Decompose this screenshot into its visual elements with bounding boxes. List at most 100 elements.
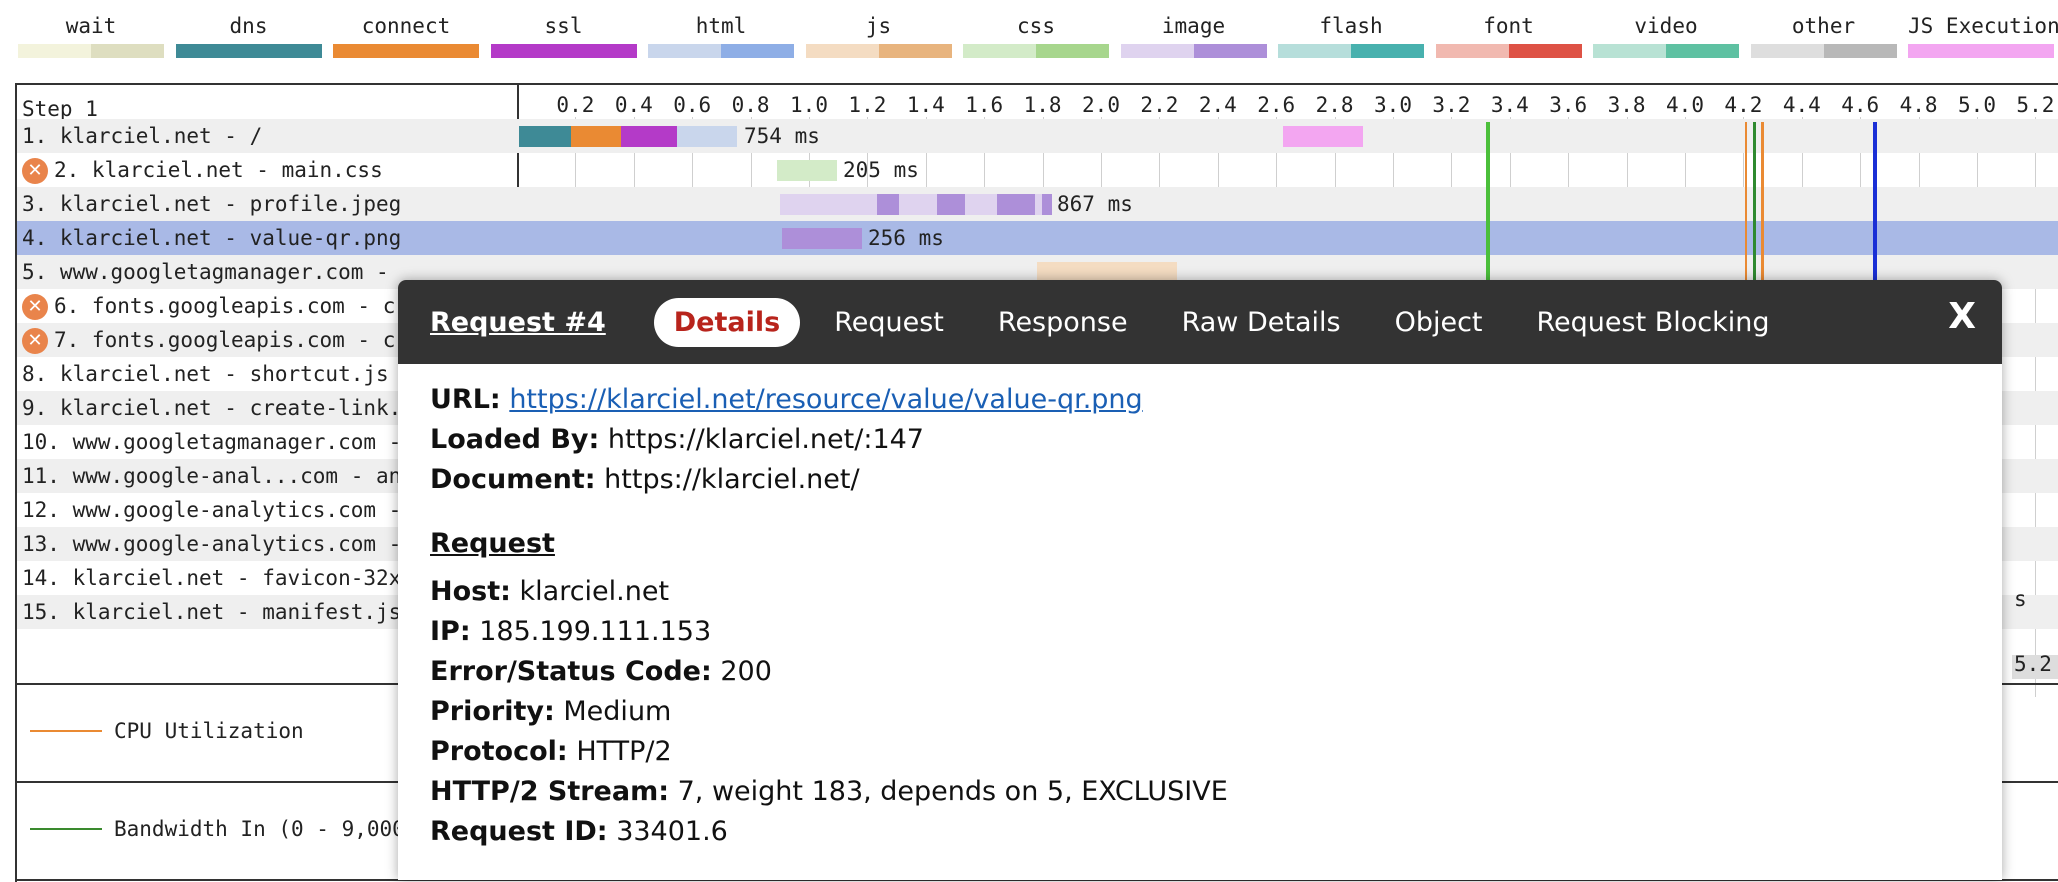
tab-details[interactable]: Details bbox=[653, 297, 801, 347]
tick-label: 1.8 bbox=[1023, 93, 1062, 117]
field-label: Protocol: bbox=[430, 736, 568, 767]
ssl-bar bbox=[621, 126, 677, 147]
tab-response[interactable]: Response bbox=[997, 306, 1128, 338]
request-row[interactable]: ✕2. klarciel.net - main.css bbox=[17, 153, 2058, 187]
request-row[interactable]: 1. klarciel.net - / bbox=[17, 119, 2058, 153]
legend-label: flash bbox=[1319, 14, 1383, 38]
request-row[interactable]: 8. klarciel.net - shortcut.js bbox=[17, 357, 2058, 391]
error-icon: ✕ bbox=[22, 328, 48, 354]
field-value: HTTP/2 bbox=[576, 736, 672, 767]
loaded-by-value: https://klarciel.net/:147 bbox=[607, 424, 924, 455]
request-row[interactable]: ✕6. fonts.googleapis.com - c bbox=[17, 289, 2058, 323]
url-link[interactable]: https://klarciel.net/resource/value/valu… bbox=[509, 384, 1143, 415]
request-name[interactable]: 5. www.googletagmanager.com - bbox=[22, 255, 512, 289]
legend-item: ssl bbox=[490, 12, 637, 58]
tick-label: 2.6 bbox=[1257, 93, 1296, 117]
legend-item: video bbox=[1593, 12, 1739, 58]
tick-label: 1.6 bbox=[965, 93, 1004, 117]
tick-label: 1.4 bbox=[906, 93, 945, 117]
tick-label: 1.0 bbox=[790, 93, 828, 117]
tab-object[interactable]: Object bbox=[1394, 306, 1483, 338]
legend-swatch bbox=[18, 44, 164, 58]
field-label: Host: bbox=[430, 576, 511, 607]
tick-label: 3.0 bbox=[1374, 93, 1412, 117]
image-bar bbox=[782, 228, 862, 249]
tick-label: 3.2 bbox=[1432, 93, 1471, 117]
metric-swatch bbox=[30, 730, 102, 732]
request-name-text: 4. klarciel.net - value-qr.png bbox=[22, 226, 402, 250]
legend-item: css bbox=[963, 12, 1109, 58]
request-name[interactable]: 13. www.google-analytics.com - bbox=[22, 527, 512, 561]
field-value: 7, weight 183, depends on 5, EXCLUSIVE bbox=[677, 776, 1228, 807]
field-label: Priority: bbox=[430, 696, 555, 727]
legend-label: image bbox=[1161, 14, 1226, 38]
request-name[interactable]: 15. klarciel.net - manifest.jsc bbox=[22, 595, 512, 629]
request-row[interactable]: 14. klarciel.net - favicon-32x3 bbox=[17, 561, 2058, 595]
legend-swatch bbox=[1593, 44, 1739, 58]
request-row[interactable]: 10. www.googletagmanager.com - bbox=[17, 425, 2058, 459]
tick-label: 5.2 bbox=[2016, 93, 2055, 117]
request-name[interactable]: 11. www.google-anal...com - ana bbox=[22, 459, 512, 493]
html-bar bbox=[677, 126, 737, 147]
request-row[interactable]: 12. www.google-analytics.com - bbox=[17, 493, 2058, 527]
request-name[interactable]: 4. klarciel.net - value-qr.png bbox=[22, 221, 512, 255]
request-field: Priority: Medium bbox=[430, 692, 1970, 732]
tab-raw-details[interactable]: Raw Details bbox=[1181, 306, 1341, 338]
request-name[interactable]: 14. klarciel.net - favicon-32x3 bbox=[22, 561, 512, 595]
request-name[interactable]: ✕6. fonts.googleapis.com - c bbox=[22, 289, 512, 323]
tick-label: 4.6 bbox=[1841, 93, 1880, 117]
css-bar bbox=[777, 160, 837, 181]
request-name[interactable]: 12. www.google-analytics.com - bbox=[22, 493, 512, 527]
dns-bar bbox=[519, 126, 571, 147]
request-field: IP: 185.199.111.153 bbox=[430, 612, 1970, 652]
request-row[interactable]: 4. klarciel.net - value-qr.png bbox=[17, 221, 2058, 255]
request-name[interactable]: ✕7. fonts.googleapis.com - c bbox=[22, 323, 512, 357]
timing-marker bbox=[1745, 122, 1747, 282]
request-name[interactable]: 3. klarciel.net - profile.jpeg bbox=[22, 187, 512, 221]
legend-swatch bbox=[175, 44, 322, 58]
request-name[interactable]: 9. klarciel.net - create-link. bbox=[22, 391, 512, 425]
tab-request[interactable]: Request bbox=[834, 306, 944, 338]
error-icon: ✕ bbox=[22, 158, 48, 184]
legend-swatch bbox=[963, 44, 1109, 58]
tab-request-blocking[interactable]: Request Blocking bbox=[1536, 306, 1770, 338]
image-chunk bbox=[997, 194, 1035, 215]
metric-text: Bandwidth In (0 - 9,000 bbox=[114, 817, 405, 841]
legend-swatch bbox=[1278, 44, 1424, 58]
js-execution-bar bbox=[1283, 126, 1363, 147]
tick-label: 2.2 bbox=[1140, 93, 1179, 117]
request-name-text: 14. klarciel.net - favicon-32x3 bbox=[22, 566, 414, 590]
request-name[interactable]: 8. klarciel.net - shortcut.js bbox=[22, 357, 512, 391]
legend-swatch bbox=[333, 44, 479, 58]
legend-label: css bbox=[1017, 14, 1055, 38]
legend-item: font bbox=[1435, 12, 1582, 58]
legend-item: connect bbox=[333, 12, 479, 58]
field-value: Medium bbox=[563, 696, 672, 727]
tick-label: 2.8 bbox=[1315, 93, 1354, 117]
field-label: Request ID: bbox=[430, 816, 608, 847]
request-name-text: 2. klarciel.net - main.css bbox=[54, 158, 383, 182]
request-name-text: 11. www.google-anal...com - ana bbox=[22, 464, 414, 488]
field-label: IP: bbox=[430, 616, 471, 647]
request-name-text: 15. klarciel.net - manifest.jsc bbox=[22, 600, 414, 624]
loaded-by-line: Loaded By: https://klarciel.net/:147 bbox=[430, 420, 1970, 460]
legend-swatch bbox=[805, 44, 952, 58]
legend-label: connect bbox=[361, 14, 451, 38]
field-label: Error/Status Code: bbox=[430, 656, 712, 687]
tick-label: 0.8 bbox=[731, 93, 770, 117]
timing-marker bbox=[1753, 122, 1756, 282]
image-chunk bbox=[877, 194, 899, 215]
tick-label: 5.0 bbox=[1958, 93, 1996, 117]
request-name[interactable]: ✕2. klarciel.net - main.css bbox=[22, 153, 512, 187]
request-name[interactable]: 1. klarciel.net - / bbox=[22, 119, 512, 153]
metric-label: Bandwidth In (0 - 9,000 bbox=[30, 817, 405, 841]
image-bar bbox=[780, 194, 1050, 215]
partial-row-text: s bbox=[2014, 587, 2027, 611]
close-button[interactable]: X bbox=[1948, 296, 1976, 337]
request-name[interactable]: 10. www.googletagmanager.com - bbox=[22, 425, 512, 459]
tick-label: 0.2 bbox=[556, 93, 595, 117]
